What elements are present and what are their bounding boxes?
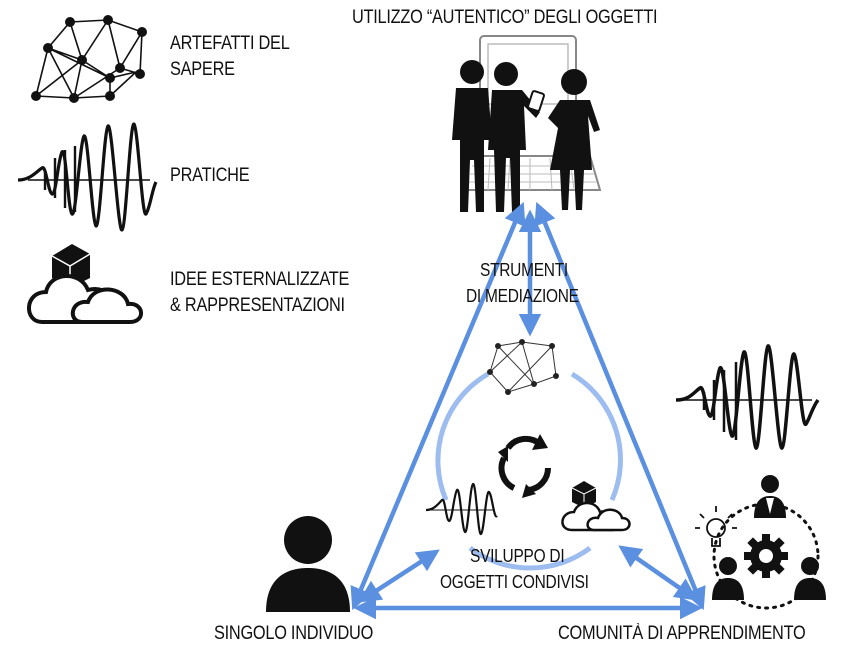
small-network-icon xyxy=(487,339,559,395)
legend-ideas-line1: IDEE ESTERNALIZZATE xyxy=(170,269,350,290)
label-center-line2: OGGETTI CONDIVISI xyxy=(440,572,589,592)
arrow-left-edge xyxy=(350,201,526,611)
small-cloud-box-icon xyxy=(561,481,631,532)
small-waveform-icon xyxy=(425,482,499,536)
waveform-icon xyxy=(17,122,158,232)
legend-artifacts-line2: SAPERE xyxy=(170,59,235,80)
arrow-right-inner xyxy=(618,545,698,601)
label-right: COMUNITÀ DI APPRENDIMENTO xyxy=(558,623,806,644)
gear-icon xyxy=(744,534,788,578)
cycle-icon xyxy=(498,434,552,498)
legend-artifacts-line1: ARTEFATTI DEL xyxy=(170,33,290,54)
inner-circle xyxy=(435,371,623,571)
community-icon xyxy=(695,475,826,610)
people-icon xyxy=(452,60,600,212)
legend-practices: PRATICHE xyxy=(170,165,250,186)
label-center-line1: SVILUPPO DI xyxy=(470,546,565,566)
label-tools-line2: DI MEDIAZIONE xyxy=(466,286,579,306)
person-icon xyxy=(266,516,350,612)
triangle-arrows xyxy=(350,201,706,620)
label-top: UTILIZZO “AUTENTICO” DEGLI OGGETTI xyxy=(352,7,658,28)
arrow-left-inner xyxy=(358,549,440,603)
legend-ideas-line2: & RAPPRESENTAZIONI xyxy=(170,295,345,316)
right-waveform-icon xyxy=(675,344,820,450)
cloud-box-icon xyxy=(27,244,143,324)
network-icon xyxy=(31,15,147,103)
label-tools-line1: STRUMENTI xyxy=(480,260,568,280)
arrow-right-edge xyxy=(534,201,706,611)
label-left: SINGOLO INDIVIDUO xyxy=(214,623,374,644)
lightbulb-icon xyxy=(695,506,737,547)
